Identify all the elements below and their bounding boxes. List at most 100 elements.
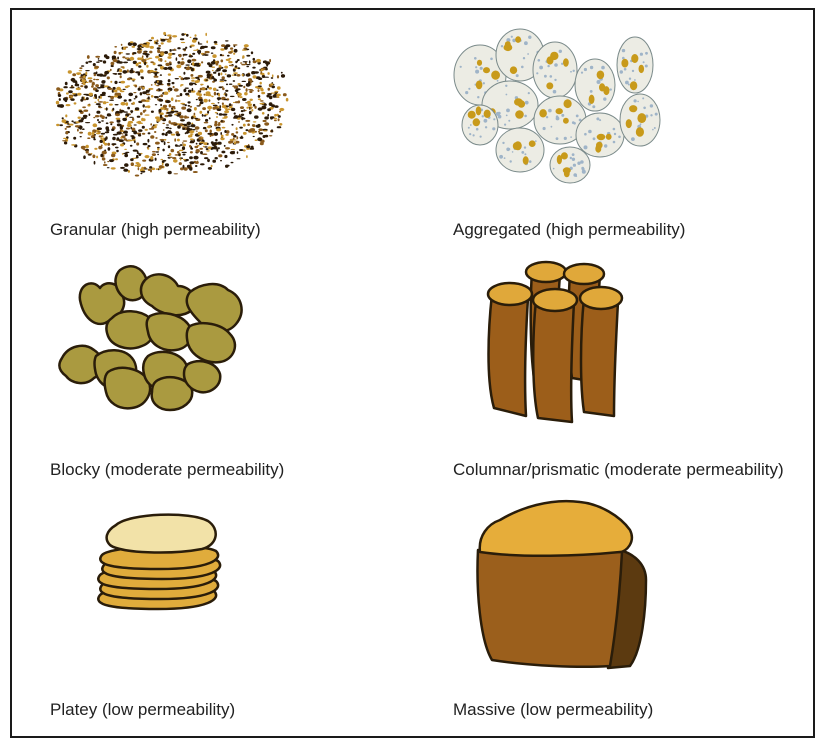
granular-caption: Granular (high permeability)	[50, 220, 261, 240]
soil-grain	[68, 90, 73, 93]
soil-grain	[146, 65, 148, 68]
aggregate-speck	[492, 127, 495, 130]
soil-grain	[188, 135, 191, 138]
soil-grain	[236, 85, 239, 87]
aggregate-grain	[483, 67, 490, 73]
soil-grain	[123, 153, 128, 154]
soil-grain	[168, 53, 172, 56]
soil-grain	[110, 96, 114, 99]
soil-grain	[200, 46, 205, 49]
soil-grain	[185, 116, 189, 118]
aggregate-speck	[480, 136, 482, 138]
soil-grain	[147, 139, 149, 143]
aggregate-speck	[483, 82, 485, 84]
aggregate-speck	[554, 63, 558, 67]
soil-grain	[219, 81, 224, 82]
platey-soil-illustration	[90, 505, 230, 615]
soil-grain	[233, 102, 235, 103]
soil-grain	[187, 108, 192, 112]
soil-grain	[129, 70, 133, 74]
soil-grain	[216, 148, 218, 152]
soil-grain	[196, 131, 198, 132]
aggregate-speck	[588, 130, 592, 134]
aggregate-speck	[465, 91, 468, 94]
soil-grain	[228, 141, 232, 144]
soil-grain	[203, 115, 206, 117]
soil-grain	[141, 118, 144, 122]
aggregate-speck	[544, 75, 547, 78]
soil-grain	[96, 79, 99, 80]
soil-grain	[229, 106, 233, 108]
soil-grain	[72, 73, 76, 76]
soil-grain	[171, 134, 176, 136]
soil-grain	[107, 143, 110, 146]
soil-grain	[155, 158, 157, 161]
soil-grain	[80, 136, 82, 137]
soil-grain	[212, 160, 216, 163]
soil-grain	[215, 157, 218, 159]
soil-grain	[136, 63, 139, 67]
aggregate-speck	[508, 148, 510, 150]
soil-grain	[63, 86, 67, 88]
soil-grain	[242, 98, 247, 101]
soil-grain	[158, 109, 161, 113]
soil-grain	[260, 88, 263, 91]
soil-grain	[253, 75, 257, 78]
soil-grain	[167, 142, 170, 143]
soil-grain	[145, 59, 150, 60]
aggregate-grain	[639, 65, 645, 73]
soil-grain	[91, 85, 94, 87]
soil-grain	[122, 56, 125, 58]
soil-grain	[225, 93, 227, 96]
soil-grain	[157, 49, 160, 53]
soil-grain	[120, 75, 122, 78]
soil-grain	[141, 86, 143, 87]
soil-grain	[238, 121, 240, 122]
soil-grain	[65, 128, 67, 130]
soil-grain	[286, 98, 289, 102]
soil-grain	[65, 114, 67, 117]
soil-grain	[104, 138, 106, 141]
soil-grain	[242, 49, 247, 50]
soil-grain	[96, 156, 98, 159]
soil-grain	[192, 59, 197, 62]
soil-grain	[199, 148, 203, 150]
soil-grain	[180, 38, 184, 40]
soil-grain	[127, 107, 130, 110]
soil-grain	[196, 143, 198, 145]
soil-grain	[204, 94, 206, 96]
aggregate-speck	[645, 52, 648, 55]
soil-grain	[211, 103, 215, 105]
soil-grain	[104, 161, 106, 163]
soil-grain	[218, 93, 220, 97]
soil-grain	[143, 104, 145, 107]
soil-grain	[262, 112, 265, 115]
soil-grain	[66, 126, 70, 128]
soil-grain	[189, 82, 193, 85]
soil-grain	[200, 88, 202, 91]
soil-grain	[56, 101, 59, 105]
soil-grain	[250, 128, 255, 132]
soil-grain	[237, 151, 239, 154]
aggregate-speck	[553, 168, 555, 170]
aggregate-speck	[460, 66, 462, 68]
soil-grain	[226, 44, 231, 47]
soil-grain	[81, 79, 86, 82]
soil-grain	[114, 81, 117, 84]
soil-grain	[66, 92, 69, 94]
soil-grain	[205, 51, 210, 53]
soil-grain	[185, 105, 187, 106]
aggregate-grain	[556, 108, 563, 114]
soil-grain	[182, 142, 184, 143]
soil-grain	[237, 93, 242, 97]
aggregate-speck	[550, 75, 553, 78]
soil-grain	[169, 61, 172, 63]
soil-grain	[281, 74, 285, 78]
aggregate-speck	[547, 65, 549, 67]
soil-grain	[79, 70, 83, 71]
soil-grain	[175, 154, 179, 156]
soil-grain	[103, 164, 108, 166]
soil-grain	[242, 81, 247, 82]
soil-grain	[211, 165, 213, 167]
soil-grain	[183, 140, 188, 141]
